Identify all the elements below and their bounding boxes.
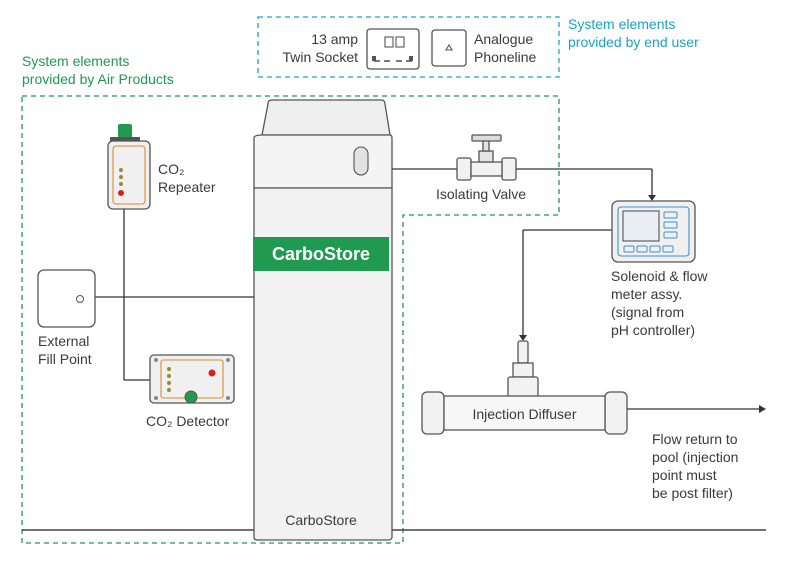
carbostore-tank-icon (253, 99, 393, 541)
isolating-valve-label: Isolating Valve (436, 186, 527, 202)
end-user-group-label: System elements provided by end user (568, 16, 699, 50)
twin-socket-icon (366, 28, 420, 70)
air-products-boundary (21, 95, 560, 544)
external-fill-label: External Fill Point (38, 333, 92, 367)
arrowheads (519, 195, 766, 413)
connection-lines (95, 168, 760, 410)
injection-diffuser-label: Injection Diffuser (472, 406, 577, 422)
air-products-group-label: System elements provided by Air Products (22, 53, 174, 87)
co2-repeater-icon (107, 124, 151, 210)
carbostore-banner: CarboStore (253, 237, 389, 271)
solenoid-label: Solenoid & flow meter assy. (signal from… (611, 268, 708, 338)
carbostore-base-label: CarboStore (285, 512, 357, 528)
isolating-valve-icon (456, 134, 517, 181)
external-fill-point-icon (37, 269, 96, 328)
co2-repeater-label: CO₂ Repeater (158, 161, 216, 195)
injection-diffuser-icon (421, 340, 628, 435)
co2-detector-label: CO₂ Detector (146, 413, 230, 429)
socket-label: 13 amp Twin Socket (282, 31, 358, 65)
flow-return-label: Flow return to pool (injection point mus… (652, 431, 739, 501)
solenoid-meter-icon (611, 200, 696, 263)
co2-detector-icon (149, 354, 235, 404)
phone-socket-icon (431, 29, 467, 67)
phoneline-label: Analogue Phoneline (474, 31, 537, 65)
